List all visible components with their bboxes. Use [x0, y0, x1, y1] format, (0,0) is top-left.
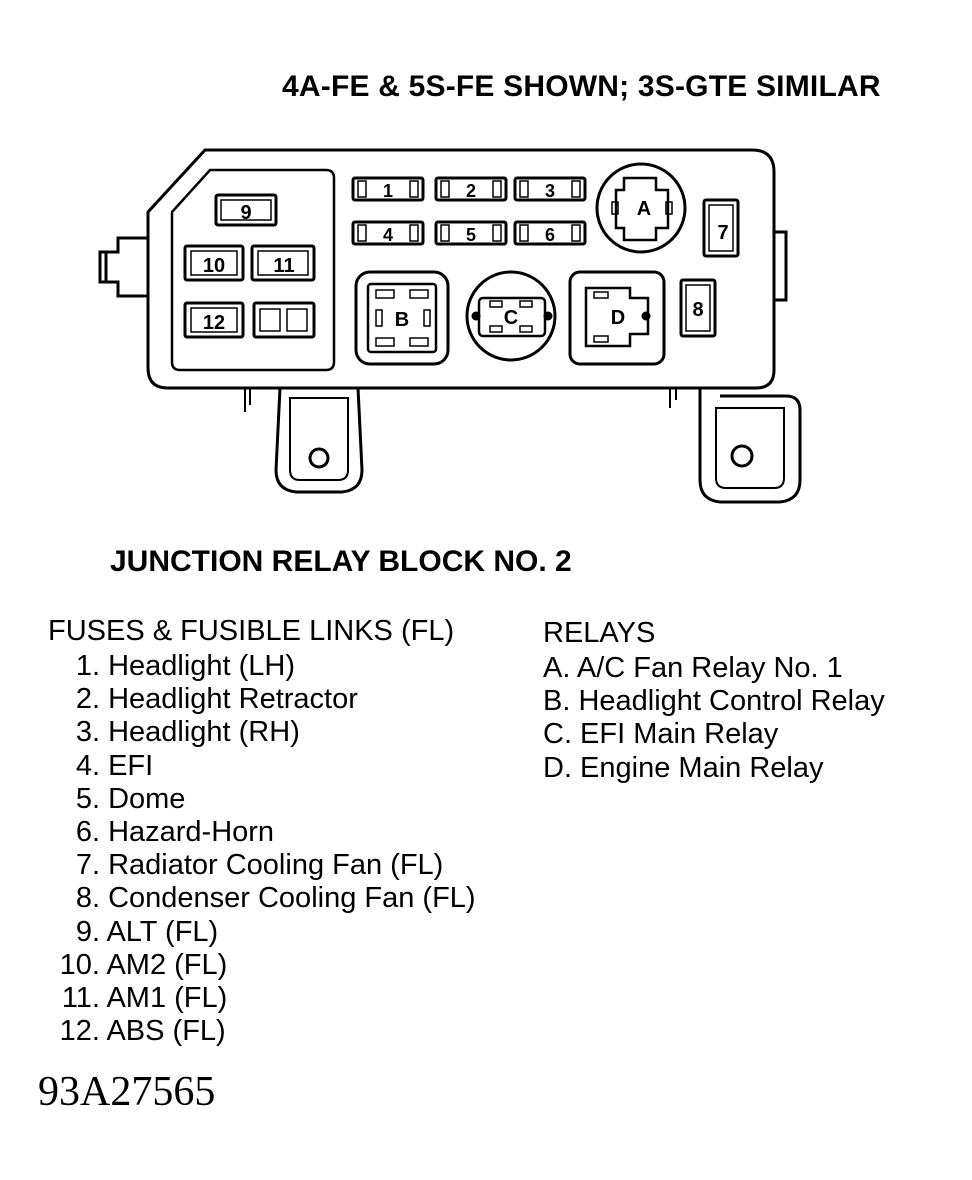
fuse-8: 8 — [679, 278, 717, 338]
relay-list: A. A/C Fan Relay No. 1 B. Headlight Cont… — [543, 652, 885, 785]
figure-id: 93A27565 — [38, 1069, 216, 1115]
fuses-heading: FUSES & FUSIBLE LINKS (FL) — [48, 615, 455, 647]
fuse-2: 2 — [434, 176, 508, 202]
fuse-10-label: 10 — [203, 255, 225, 277]
diagram-caption: 4A-FE & 5S-FE SHOWN; 3S-GTE SIMILAR — [282, 70, 881, 103]
fuse-7: 7 — [702, 198, 740, 258]
list-item: 9. ALT (FL) — [75, 915, 219, 948]
fuse-11: 11 — [250, 244, 316, 282]
fuse-2-label: 2 — [466, 181, 476, 201]
left-mount-bracket — [274, 387, 364, 494]
fuse-5-label: 5 — [466, 225, 476, 245]
block-housing — [146, 148, 776, 390]
right-connector — [774, 230, 788, 302]
fuse-9: 9 — [214, 193, 278, 227]
fuse-5: 5 — [434, 220, 508, 246]
list-item: 1. Headlight (LH) — [75, 650, 296, 682]
list-item: 12. ABS (FL) — [59, 1015, 226, 1048]
fuse-8-label: 8 — [692, 299, 703, 321]
list-item: 6. Hazard-Horn — [75, 815, 275, 848]
relays-heading: RELAYS — [543, 617, 656, 649]
right-mount-bracket — [698, 388, 802, 504]
list-item: 11. AM1 (FL) — [61, 981, 228, 1014]
list-item: 2. Headlight Retractor — [75, 683, 358, 716]
junction-block-diagram: 9 10 11 12 1 2 3 — [98, 148, 802, 504]
fuse-11-label: 11 — [273, 255, 294, 277]
left-connector — [98, 236, 148, 298]
spare-slot — [252, 301, 316, 339]
list-item: 10. AM2 (FL) — [59, 948, 228, 981]
relay-d-label: D — [611, 307, 625, 329]
fuse-1-label: 1 — [383, 181, 393, 201]
relay-d: D — [568, 270, 666, 366]
relay-b: B — [354, 270, 450, 366]
fuse-4: 4 — [351, 220, 425, 246]
fuse-10: 10 — [183, 244, 245, 282]
relay-b-label: B — [395, 309, 409, 331]
list-item: A. A/C Fan Relay No. 1 — [543, 652, 843, 684]
relay-c-label: C — [504, 307, 518, 329]
list-item: 8. Condenser Cooling Fan (FL) — [75, 882, 476, 915]
fuse-list: 1. Headlight (LH) 2. Headlight Retractor… — [48, 650, 476, 1048]
list-item: 4. EFI — [75, 749, 154, 782]
fuse-12-label: 12 — [203, 312, 225, 334]
fuse-6: 6 — [513, 220, 587, 246]
fuse-9-label: 9 — [240, 202, 251, 224]
fuse-3-label: 3 — [545, 181, 555, 201]
fuse-12: 12 — [183, 301, 245, 339]
list-item: 5. Dome — [75, 782, 186, 815]
list-item: B. Headlight Control Relay — [543, 685, 885, 718]
left-fuse-region — [170, 168, 336, 372]
relay-a: A — [595, 162, 687, 254]
fuse-4-label: 4 — [383, 225, 393, 245]
list-item: 3. Headlight (RH) — [75, 716, 300, 749]
list-item: D. Engine Main Relay — [543, 751, 824, 784]
fuse-7-label: 7 — [717, 222, 728, 244]
fuse-3: 3 — [513, 176, 587, 202]
list-item: 7. Radiator Cooling Fan (FL) — [75, 849, 444, 882]
right-mount-hole — [730, 444, 754, 468]
list-item: C. EFI Main Relay — [543, 718, 779, 751]
fuse-1: 1 — [351, 176, 425, 202]
relay-a-label: A — [637, 198, 651, 220]
block-title: JUNCTION RELAY BLOCK NO. 2 — [110, 545, 572, 578]
fuse-6-label: 6 — [545, 225, 555, 245]
relay-c: C — [465, 270, 557, 362]
left-mount-hole — [308, 447, 330, 469]
